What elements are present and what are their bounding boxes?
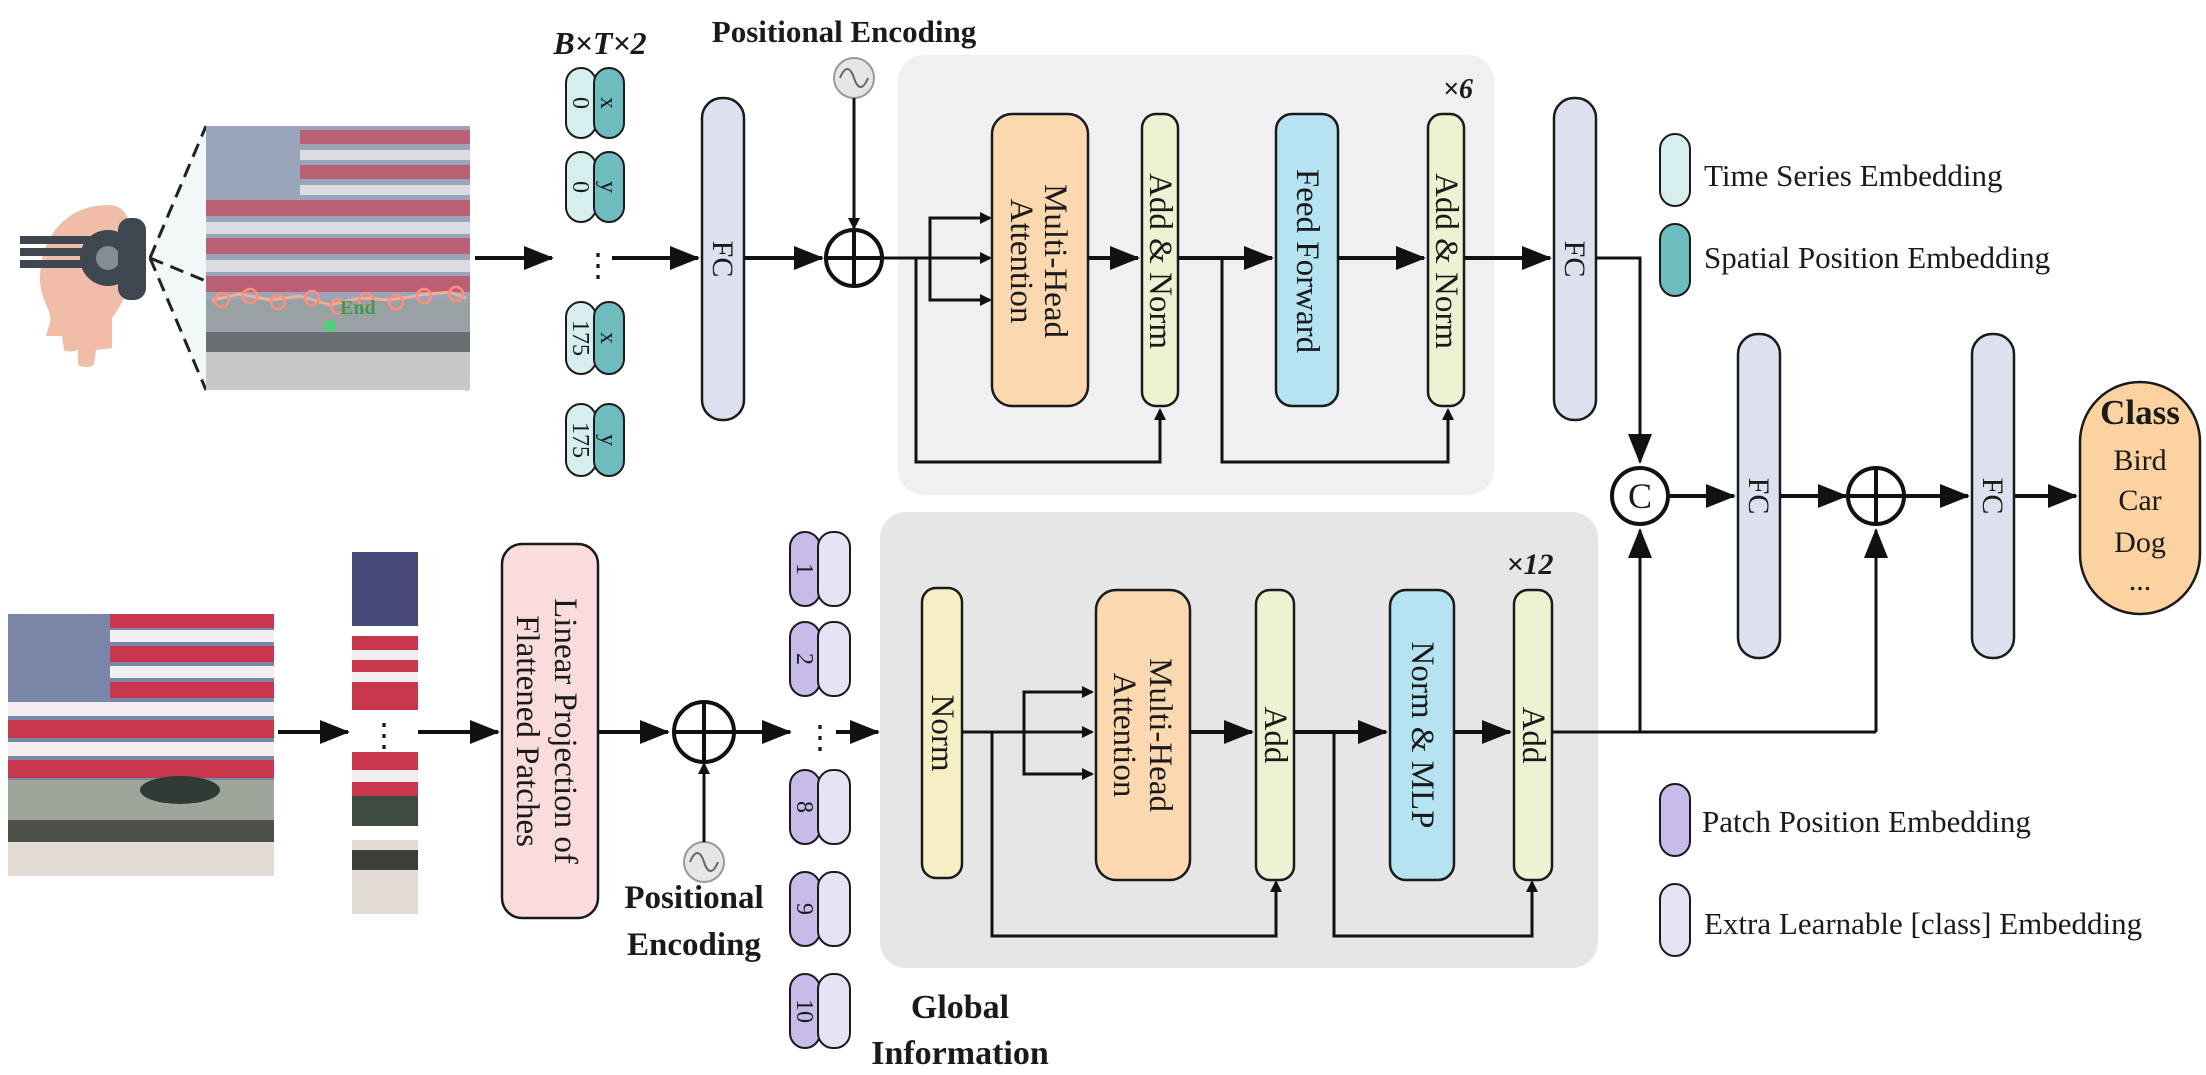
- repeat-count-bottom: ×12: [1506, 548, 1553, 581]
- global-information-line1: Global: [911, 989, 1009, 1026]
- patch-token-1: 1: [789, 531, 851, 607]
- class-item-2: Dog: [2114, 526, 2166, 559]
- gaze-token-175x: 175 x: [565, 301, 625, 375]
- patch-token-2: 2: [789, 621, 851, 697]
- repeat-count-top: ×6: [1443, 74, 1473, 105]
- patch-token-ellipsis: ⋮: [804, 719, 836, 755]
- svg-text:Add: Add: [1257, 707, 1293, 764]
- svg-text:FC: FC: [1558, 241, 1591, 278]
- svg-text:Attention: Attention: [1106, 673, 1142, 798]
- class-output-box: [2078, 380, 2202, 616]
- gaze-end-label: End: [340, 297, 376, 319]
- fc-input-label: FC: [706, 241, 739, 278]
- add-1-bottom: [1254, 588, 1296, 882]
- svg-text:9: 9: [791, 903, 817, 915]
- positional-encoding-bottom-line2: Encoding: [627, 927, 761, 963]
- patch-token-8: 8: [789, 769, 851, 845]
- add-positional-encoding-bottom: [672, 700, 736, 764]
- sine-wave-icon: [833, 57, 875, 99]
- gaze-token-0y: 0 y: [565, 151, 625, 223]
- positional-encoding-bottom-line1: Positional: [624, 880, 763, 916]
- legend-swatch-time-series: [1659, 133, 1691, 207]
- svg-text:C: C: [1628, 476, 1652, 516]
- svg-text:0: 0: [567, 97, 593, 109]
- gaze-token-175y: 175 y: [565, 403, 625, 477]
- svg-text:y: y: [595, 434, 621, 446]
- svg-text:x: x: [595, 332, 621, 344]
- legend-swatch-patch: [1659, 783, 1691, 857]
- svg-text:FC: FC: [1976, 478, 2009, 515]
- class-item-3: ...: [2129, 564, 2152, 597]
- patch-token-9: 9: [789, 871, 851, 947]
- gaze-token-ellipsis: ⋮: [582, 247, 614, 283]
- class-item-0: Bird: [2113, 444, 2166, 477]
- svg-text:Multi-Head: Multi-Head: [1142, 658, 1178, 812]
- svg-text:y: y: [595, 181, 621, 193]
- legend-label-patch: Patch Position Embedding: [1702, 804, 2031, 839]
- positional-encoding-top-label: Positional Encoding: [712, 14, 977, 49]
- vr-user-icon: [20, 205, 146, 367]
- encoder-panel-bottom: [880, 512, 1598, 968]
- svg-text:Multi-Head: Multi-Head: [1037, 184, 1073, 338]
- svg-text:1: 1: [791, 563, 817, 575]
- legend-swatch-spatial: [1659, 223, 1691, 297]
- legend-label-class-token: Extra Learnable [class] Embedding: [1704, 906, 2142, 941]
- svg-text:Linear Projection of: Linear Projection of: [547, 598, 583, 864]
- svg-text:Attention: Attention: [1003, 199, 1039, 324]
- add-2-bottom: [1512, 588, 1554, 882]
- patch-ellipsis: ⋮: [368, 717, 400, 753]
- add-positional-encoding-top: [824, 228, 884, 288]
- legend-label-spatial: Spatial Position Embedding: [1704, 240, 2050, 275]
- svg-text:175: 175: [567, 422, 593, 458]
- patch-token-10: 10: [789, 973, 851, 1049]
- norm-mlp-bottom: [1388, 588, 1456, 882]
- svg-text:Norm & MLP: Norm & MLP: [1404, 641, 1440, 828]
- svg-text:8: 8: [791, 801, 817, 813]
- input-shape-label: B×T×2: [552, 25, 646, 61]
- svg-text:FC: FC: [1742, 478, 1775, 515]
- svg-text:Flattened Patches: Flattened Patches: [509, 615, 545, 847]
- svg-text:0: 0: [567, 181, 593, 193]
- legend: Time Series Embedding Spatial Position E…: [1659, 133, 2142, 957]
- svg-text:Add & Norm: Add & Norm: [1428, 173, 1464, 349]
- global-information-line2: Information: [871, 1035, 1049, 1072]
- svg-text:2: 2: [791, 653, 817, 665]
- svg-text:10: 10: [791, 999, 817, 1023]
- legend-swatch-class-token: [1659, 883, 1691, 957]
- encoder-panel-top: [898, 55, 1494, 495]
- input-frame-image: [8, 614, 274, 876]
- multi-head-attention-bottom: [1094, 588, 1192, 882]
- svg-text:175: 175: [567, 320, 593, 356]
- concat-node: C: [1610, 466, 1670, 526]
- image-patches: [352, 552, 418, 914]
- svg-text:Add & Norm: Add & Norm: [1142, 173, 1178, 349]
- gaze-token-0x: 0 x: [565, 67, 625, 139]
- legend-label-time-series: Time Series Embedding: [1704, 158, 2003, 193]
- gaze-scene-image: End: [206, 126, 470, 390]
- svg-text:Feed Forward: Feed Forward: [1289, 169, 1325, 354]
- svg-text:Add: Add: [1515, 707, 1551, 764]
- residual-add-node: [1846, 466, 1906, 526]
- class-output-title: Class: [2100, 393, 2180, 432]
- class-item-1: Car: [2118, 484, 2161, 517]
- svg-text:x: x: [595, 97, 621, 109]
- svg-text:Norm: Norm: [924, 695, 960, 772]
- sine-wave-icon-bottom: [683, 841, 725, 883]
